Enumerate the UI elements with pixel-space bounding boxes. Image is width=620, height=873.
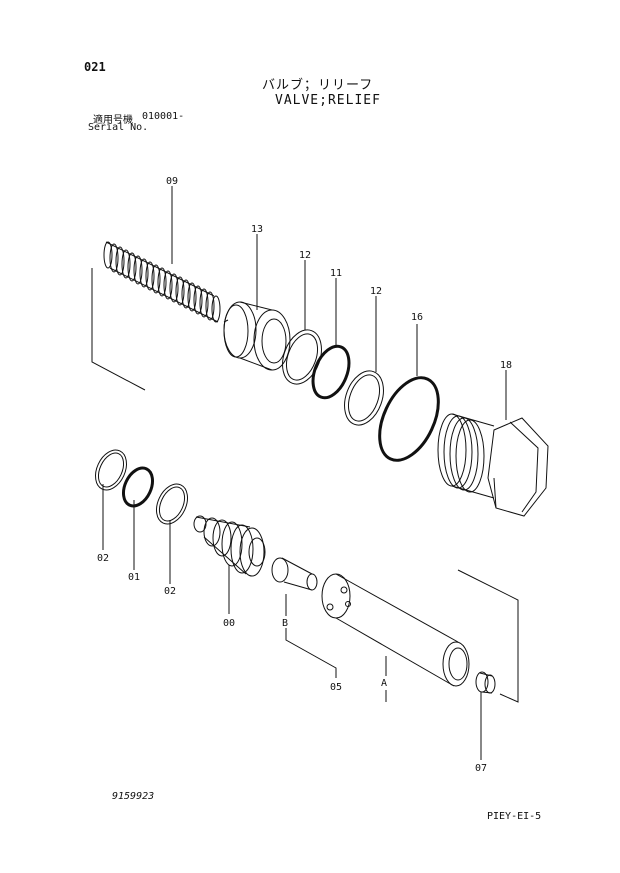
- o-ring-part-16: [378, 376, 440, 462]
- spring-seat-part-13: [223, 301, 291, 371]
- callout-12-lower: 12: [370, 286, 382, 297]
- serial-label-japanese: 適用号機: [93, 115, 133, 126]
- callout-07: 07: [475, 763, 487, 774]
- callout-a: A: [381, 678, 387, 689]
- callout-18: 18: [500, 360, 512, 371]
- backup-ring-part-02-left: [95, 449, 127, 491]
- o-ring-part-11: [311, 344, 351, 400]
- callout-11: 11: [330, 268, 342, 279]
- callout-13: 13: [251, 224, 263, 235]
- title-japanese: バルブ；リリーフ: [262, 78, 374, 93]
- serial-label-english: Serial No.: [88, 122, 149, 133]
- title-english: VALVE;RELIEF: [275, 93, 381, 108]
- document-code: PIEY-EI-5: [487, 811, 542, 822]
- backup-ring-part-02-right: [156, 483, 188, 525]
- callout-00: 00: [223, 618, 235, 629]
- backup-ring-part-12-lower: [344, 370, 384, 426]
- callout-02-right: 02: [164, 586, 176, 597]
- small-plug-part-07: [475, 671, 496, 694]
- poppet-part-00: [193, 515, 266, 577]
- serial-range: 010001-: [142, 111, 185, 122]
- callout-01: 01: [128, 572, 140, 583]
- page-number: 021: [84, 60, 106, 74]
- piston-part-b: [271, 557, 318, 591]
- callout-05: 05: [330, 682, 342, 693]
- drawing-number: 9159923: [112, 791, 155, 802]
- spring-part-09: [103, 241, 221, 323]
- callout-12-upper: 12: [299, 250, 311, 261]
- o-ring-part-01: [121, 466, 155, 508]
- callout-09: 09: [166, 176, 178, 187]
- callout-b: B: [282, 618, 288, 629]
- plug-part-18: [437, 413, 549, 517]
- callout-16: 16: [411, 312, 423, 323]
- callout-02-left: 02: [97, 553, 109, 564]
- sleeve-part-a: [321, 573, 470, 687]
